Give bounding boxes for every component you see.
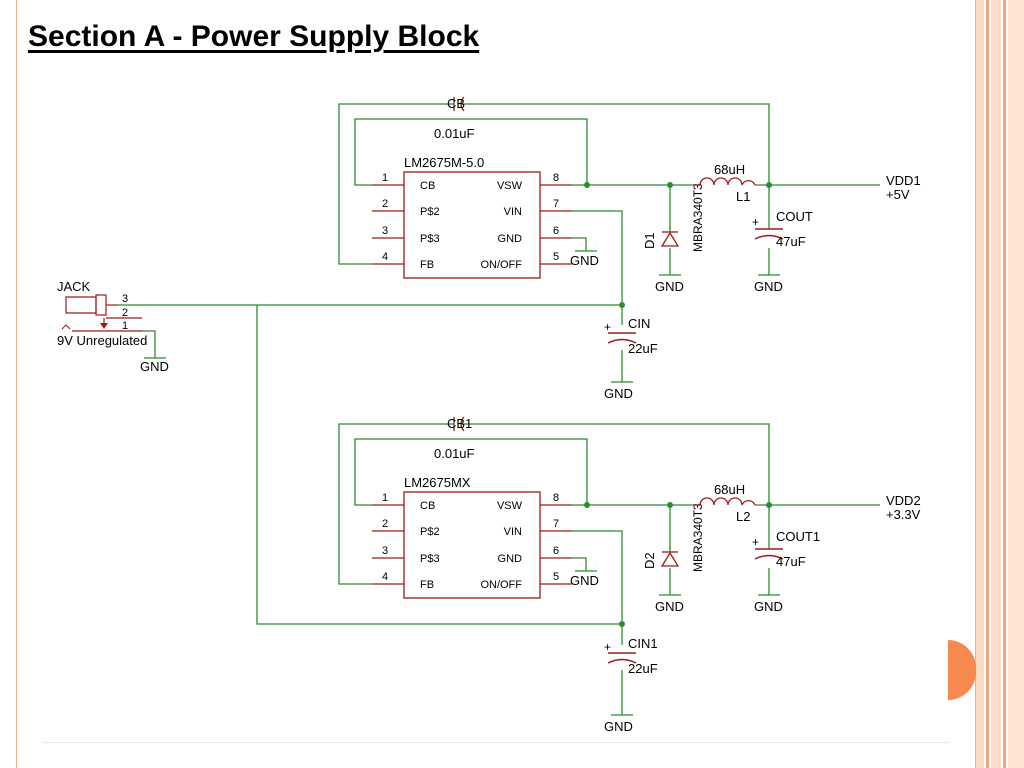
pin-name-left: P$3 <box>420 553 440 565</box>
cb-capacitor-name: CB1 <box>447 416 472 431</box>
cin1-gnd-label: GND <box>604 719 633 734</box>
cout-gnd-label: GND <box>754 599 783 614</box>
cb-capacitor-value: 0.01uF <box>434 126 475 141</box>
pin-number-left: 3 <box>382 545 388 557</box>
pin-name-right: VIN <box>504 206 522 218</box>
pin-number-left: 4 <box>382 571 388 583</box>
pin-name-right: VSW <box>497 180 523 192</box>
inductor-name: L1 <box>736 189 750 204</box>
cout-value: 47uF <box>776 554 806 569</box>
power-jack: JACK 3 2 1 9V Unregulated GND <box>57 279 169 374</box>
output-net-name: VDD1 <box>886 173 921 188</box>
cout-name: COUT1 <box>776 529 820 544</box>
input-capacitor-cin: + CIN 22uF GND <box>604 213 658 401</box>
pin-number-right: 5 <box>553 251 559 263</box>
pin-number-right: 8 <box>553 172 559 184</box>
svg-text:+: + <box>604 640 611 654</box>
jack-pin-3: 3 <box>122 293 128 305</box>
pin-number-right: 8 <box>553 492 559 504</box>
pin-name-right: VIN <box>504 526 522 538</box>
pin-name-right: VSW <box>497 500 523 512</box>
pin-name-right: GND <box>498 233 523 245</box>
diode-symbol <box>660 231 680 247</box>
regulator-chip <box>403 171 541 279</box>
pin-number-left: 2 <box>382 198 388 210</box>
cb-capacitor-value: 0.01uF <box>434 446 475 461</box>
chip-gnd-label: GND <box>570 573 599 588</box>
pin-name-left: CB <box>420 500 435 512</box>
inductor-coil <box>693 177 756 186</box>
diode-gnd-label: GND <box>655 279 684 294</box>
pin-number-left: 4 <box>382 251 388 263</box>
cout-value: 47uF <box>776 234 806 249</box>
regulator-part-label: LM2675M-5.0 <box>404 155 484 170</box>
inductor-coil <box>693 497 756 506</box>
output-net-name: VDD2 <box>886 493 921 508</box>
pin-number-left: 3 <box>382 225 388 237</box>
inductor-name: L2 <box>736 509 750 524</box>
pin-number-right: 7 <box>553 198 559 210</box>
jack-pin-2: 2 <box>122 307 128 319</box>
pin-number-right: 5 <box>553 571 559 583</box>
pin-number-left: 2 <box>382 518 388 530</box>
cin-name: CIN <box>628 316 650 331</box>
pin-number-right: 7 <box>553 518 559 530</box>
jack-label: JACK <box>57 279 91 294</box>
pin-name-right: GND <box>498 553 523 565</box>
pin-number-left: 1 <box>382 172 388 184</box>
svg-text:+: + <box>752 215 759 229</box>
pin-name-left: P$2 <box>420 526 440 538</box>
pin-name-left: P$3 <box>420 233 440 245</box>
diode-name: D1 <box>642 232 657 249</box>
pin-number-left: 1 <box>382 492 388 504</box>
cin1-value: 22uF <box>628 661 658 676</box>
footer-divider <box>42 742 950 743</box>
cb-capacitor-name: CB <box>447 96 465 111</box>
cin1-name: CIN1 <box>628 636 658 651</box>
regulator-part-label: LM2675MX <box>404 475 471 490</box>
output-voltage: +3.3V <box>886 507 921 522</box>
pin-name-right: ON/OFF <box>480 259 522 271</box>
cout-name: COUT <box>776 209 813 224</box>
diode-symbol <box>660 551 680 567</box>
cin-value: 22uF <box>628 341 658 356</box>
input-capacitor-cin1: + CIN1 22uF GND <box>604 533 658 734</box>
regulator-block-5v: LM2675M-5.01CB8VSW2P$27VIN3P$36GND4FB5ON… <box>338 96 921 294</box>
pin-name-left: FB <box>420 579 434 591</box>
jack-note: 9V Unregulated <box>57 333 147 348</box>
diode-gnd-label: GND <box>655 599 684 614</box>
jack-gnd-label: GND <box>140 359 169 374</box>
inductor-value: 68uH <box>714 162 745 177</box>
pin-name-left: CB <box>420 180 435 192</box>
svg-text:+: + <box>752 535 759 549</box>
chip-gnd-label: GND <box>570 253 599 268</box>
diode-name: D2 <box>642 552 657 569</box>
pin-number-right: 6 <box>553 225 559 237</box>
pin-name-right: ON/OFF <box>480 579 522 591</box>
regulator-chip <box>403 491 541 599</box>
svg-text:+: + <box>604 320 611 334</box>
inductor-value: 68uH <box>714 482 745 497</box>
page-title: Section A - Power Supply Block <box>28 20 480 53</box>
diode-part-number: MBRA340T3 <box>691 503 705 572</box>
slide-border <box>16 0 976 768</box>
jack-wires <box>118 304 622 625</box>
output-voltage: +5V <box>886 187 910 202</box>
jack-pin-1: 1 <box>122 320 128 332</box>
pin-name-left: FB <box>420 259 434 271</box>
cin-gnd-label: GND <box>604 386 633 401</box>
diode-part-number: MBRA340T3 <box>691 183 705 252</box>
pin-name-left: P$2 <box>420 206 440 218</box>
decorative-stripes <box>976 0 1024 768</box>
cout-gnd-label: GND <box>754 279 783 294</box>
pin-number-right: 6 <box>553 545 559 557</box>
